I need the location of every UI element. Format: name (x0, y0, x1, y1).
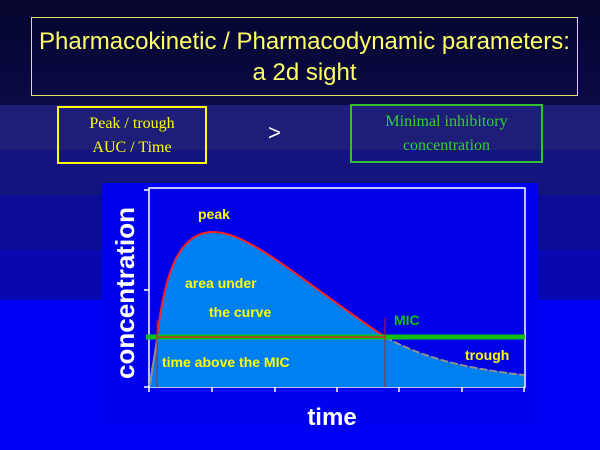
concentration-curve-below-mic (384, 336, 525, 376)
trough-label: trough (465, 347, 509, 363)
time-above-mic-label: time above the MIC (162, 354, 290, 370)
pk-line-2: AUC / Time (92, 139, 172, 156)
absorption-curve (149, 339, 158, 386)
auc-fill (150, 232, 524, 387)
axis-ticks (144, 189, 525, 392)
pk-parameters-box: Peak / trough AUC / Time (57, 106, 207, 164)
title-line-1: Pharmacokinetic / Pharmacodynamic parame… (39, 28, 570, 55)
mic-line-1: Minimal inhibitory (385, 113, 508, 130)
mic-label: MIC (394, 312, 420, 328)
y-axis-label: concentration (110, 207, 140, 379)
auc-label-1: area under (185, 275, 257, 291)
peak-label: peak (198, 206, 230, 222)
greater-than-sign: > (268, 120, 281, 145)
mic-box: Minimal inhibitory concentration (350, 104, 543, 163)
concentration-curve-above-mic (156, 230, 386, 338)
x-axis-label: time (307, 404, 356, 431)
slide-title: Pharmacokinetic / Pharmacodynamic parame… (31, 17, 578, 96)
pk-line-1: Peak / trough (89, 115, 175, 132)
title-line-2: a 2d sight (252, 59, 357, 86)
auc-label-2: the curve (209, 304, 271, 320)
mic-line-2: concentration (402, 137, 491, 154)
